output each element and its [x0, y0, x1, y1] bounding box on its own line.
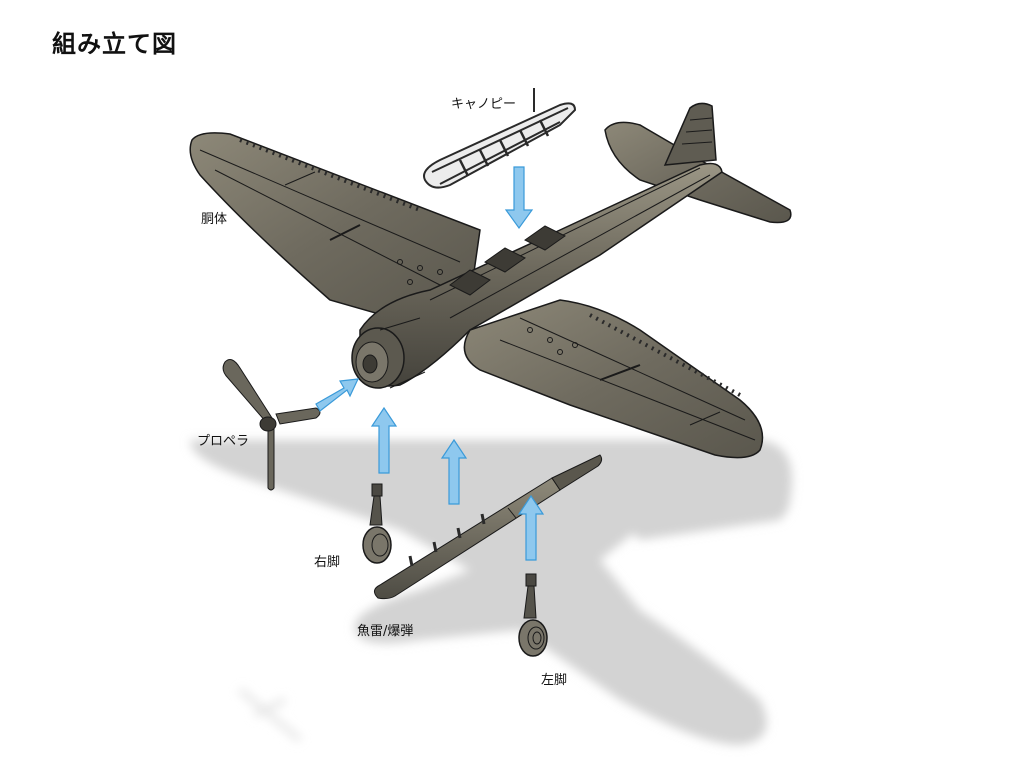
- right-gear-part: [362, 483, 392, 564]
- left-gear-part: [518, 573, 548, 657]
- fuselage-left-wing: [189, 132, 481, 321]
- label-fuselage: 胴体: [201, 212, 228, 227]
- page-title: 組み立て図: [52, 30, 177, 58]
- label-right-gear: 右脚: [314, 555, 341, 570]
- ground-shadow: [190, 440, 792, 745]
- fuselage-right-wing: [463, 299, 764, 459]
- propeller-arrow: [315, 378, 359, 412]
- label-torpedo-bomb: 魚雷/爆弾: [357, 624, 414, 639]
- right-gear-arrow: [370, 406, 398, 474]
- fuselage-body: [351, 162, 723, 389]
- torpedo-arrow: [440, 438, 468, 505]
- canopy-arrow: [504, 166, 534, 230]
- label-propeller: プロペラ: [197, 434, 250, 449]
- left-gear-arrow: [517, 494, 545, 561]
- label-left-gear: 左脚: [541, 673, 568, 688]
- propeller-part: [222, 359, 321, 491]
- canopy-part: [423, 88, 577, 189]
- label-canopy: キャノピー: [451, 97, 517, 112]
- torpedo-bomb-part: [374, 454, 603, 600]
